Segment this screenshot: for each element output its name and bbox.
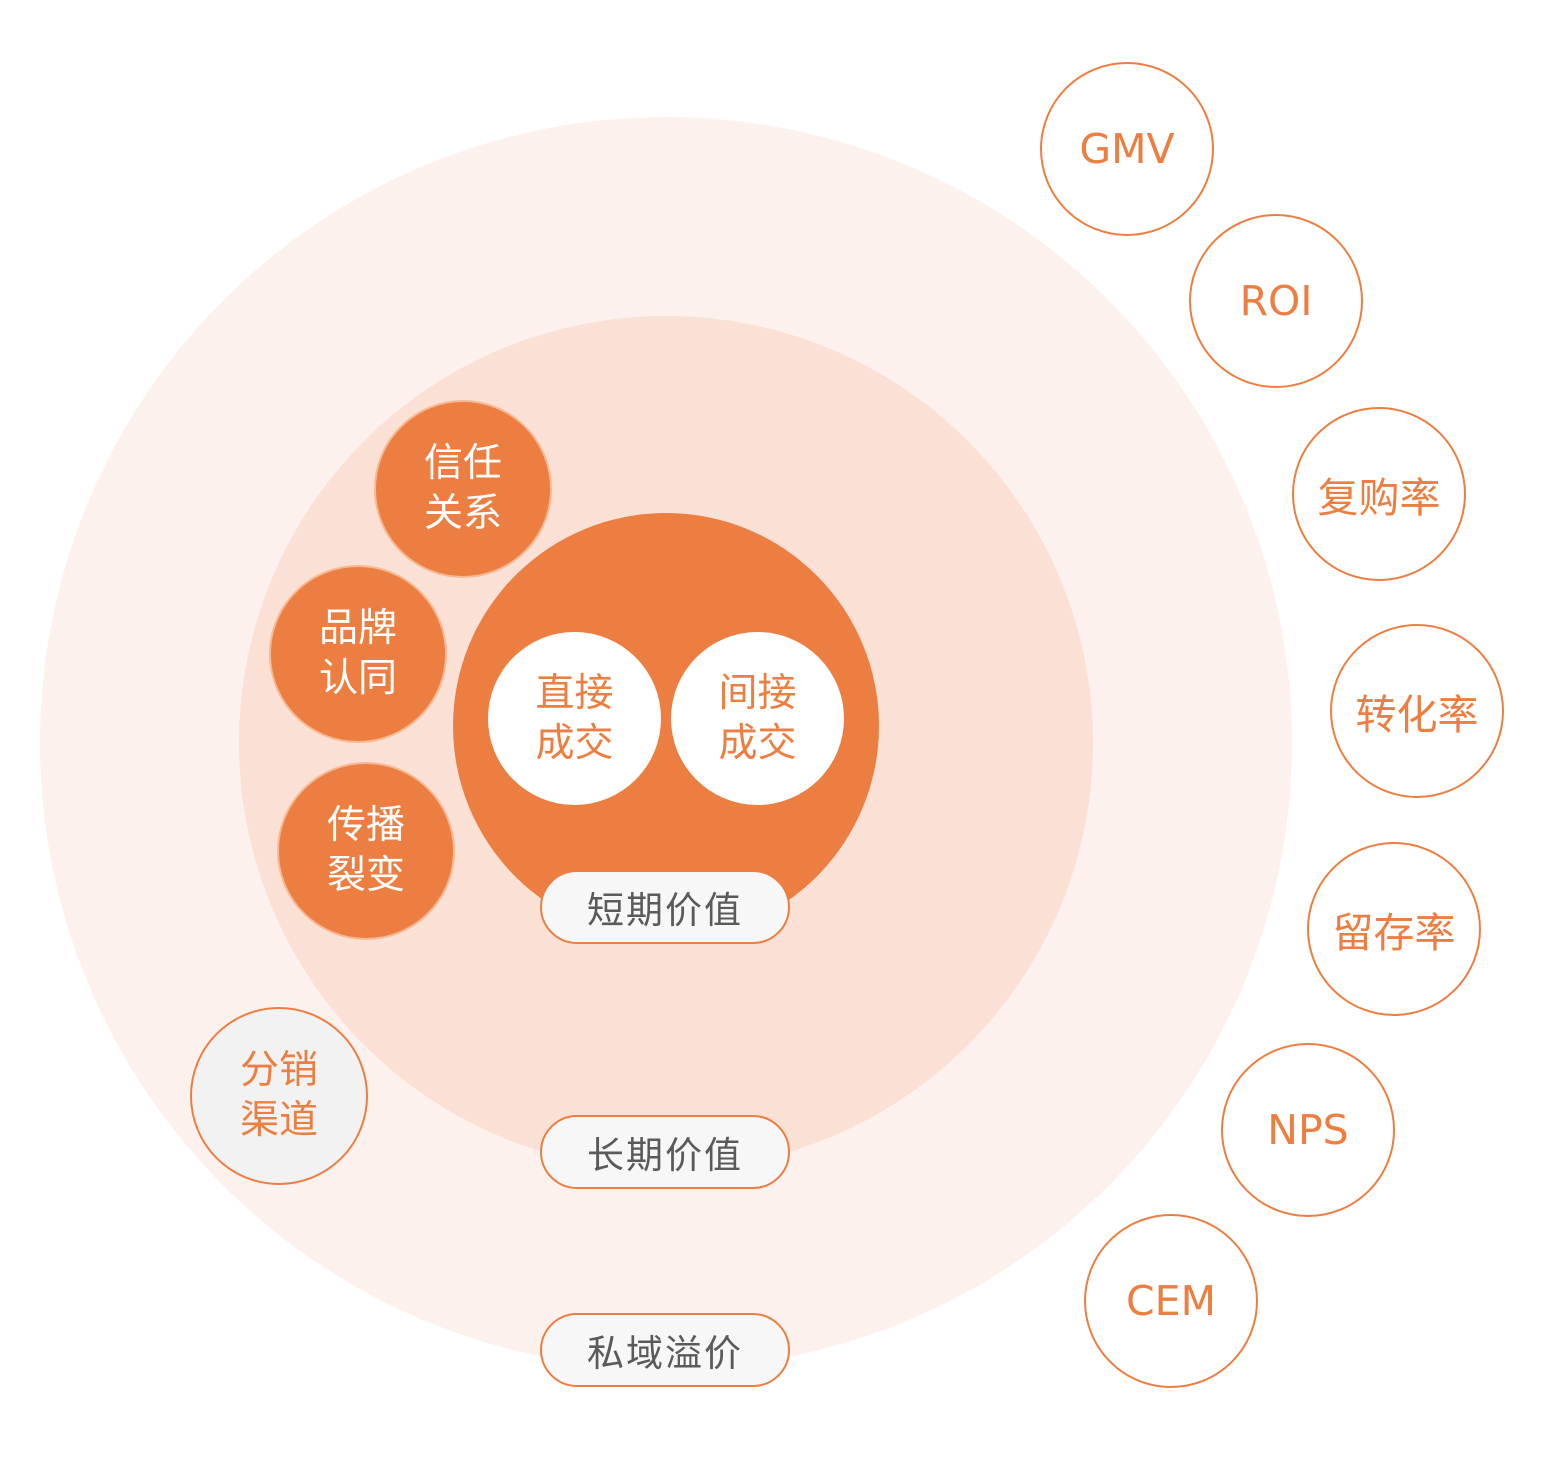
distribution-channel-bubble: 分销 渠道 [190, 1007, 368, 1185]
brand-line-2: 认同 [318, 656, 397, 701]
short-term-value-pill: 短期价值 [540, 870, 790, 944]
metric-cem: CEM [1084, 1214, 1258, 1388]
distribution-line-2: 渠道 [239, 1098, 318, 1143]
indirect-deal-line-2: 成交 [718, 720, 797, 766]
trust-line-1: 信任 [423, 441, 502, 486]
metric-gmv: GMV [1040, 62, 1214, 236]
metric-repurchase-rate: 复购率 [1292, 407, 1466, 581]
distribution-line-1: 分销 [239, 1048, 318, 1093]
direct-deal-line-2: 成交 [535, 720, 614, 766]
indirect-deal-line-1: 间接 [718, 670, 797, 716]
metric-nps: NPS [1221, 1043, 1395, 1217]
long-term-value-pill: 长期价值 [540, 1115, 790, 1189]
brand-line-1: 品牌 [318, 606, 397, 651]
trust-line-2: 关系 [423, 491, 502, 536]
direct-deal-line-1: 直接 [535, 670, 614, 716]
indirect-deal-bubble: 间接 成交 [671, 632, 844, 805]
metric-roi: ROI [1189, 214, 1363, 388]
private-premium-pill: 私域溢价 [540, 1313, 790, 1387]
metric-retention-rate: 留存率 [1307, 842, 1481, 1016]
brand-identity-bubble: 品牌 认同 [269, 565, 447, 743]
viral-spread-bubble: 传播 裂变 [277, 762, 455, 940]
direct-deal-bubble: 直接 成交 [488, 632, 661, 805]
viral-line-1: 传播 [326, 803, 405, 848]
trust-relationship-bubble: 信任 关系 [374, 400, 552, 578]
viral-line-2: 裂变 [326, 853, 405, 898]
metric-conversion-rate: 转化率 [1330, 624, 1504, 798]
